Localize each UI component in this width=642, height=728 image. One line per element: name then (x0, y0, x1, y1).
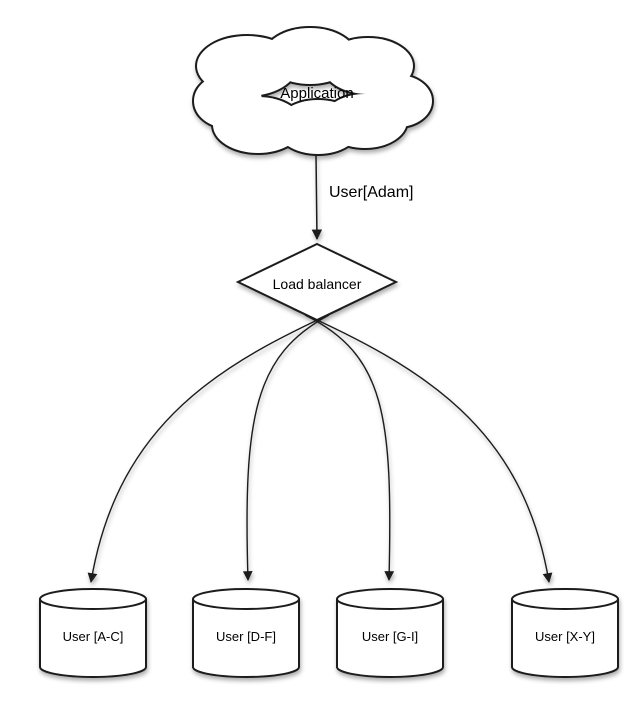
edge-lb-to-shard-a-c (87, 308, 342, 583)
shard-d-f-label: User [D-F] (216, 629, 276, 644)
application-node-label: Application (280, 85, 354, 102)
shard-a-c-label: User [A-C] (62, 629, 124, 644)
edge-app-to-lb (311, 154, 323, 241)
edge-lb-to-shard-x-y (292, 308, 553, 583)
load-balancer-diamond-shape (235, 242, 399, 322)
load-balancer-node-label: Load balancer (272, 276, 362, 292)
shard-cylinder-g-i (336, 588, 444, 678)
shard-cylinder-x-y (511, 588, 619, 678)
shard-cylinder-d-f (192, 588, 300, 678)
shard-cylinder-a-c (39, 588, 147, 678)
shard-g-i-label: User [G-I] (361, 629, 419, 644)
edge-lb-to-shard-d-f (242, 314, 330, 581)
shard-x-y-label: User [X-Y] (535, 629, 595, 644)
edge-lb-to-shard-g-i (304, 314, 395, 581)
application-cloud-shape (192, 26, 434, 156)
edge-user-adam-label: User[Adam] (329, 184, 414, 201)
